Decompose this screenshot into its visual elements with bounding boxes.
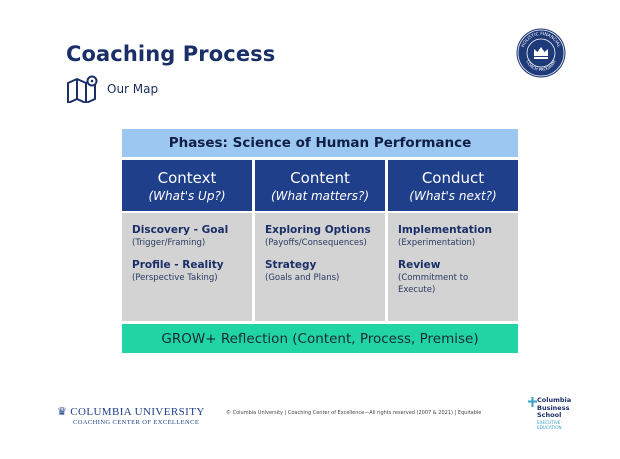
item-subtitle: (Commitment to xyxy=(398,273,469,283)
columbia-university-logo: ♛COLUMBIA UNIVERSITY COACHING CENTER OF … xyxy=(57,405,205,426)
column-header-conduct: Conduct (What's next?) xyxy=(388,160,518,211)
item-title: Implementation xyxy=(398,224,493,236)
copyright-notice: © Columbia University | Coaching Center … xyxy=(226,410,482,416)
map-icon xyxy=(66,75,100,104)
coaching-center-name: COACHING CENTER OF EXCELLENCE xyxy=(73,419,200,426)
item-subtitle: (Perspective Taking) xyxy=(132,273,218,283)
item-subtitle: (Goals and Plans) xyxy=(265,273,340,283)
column-question: (What's Up?) xyxy=(148,189,226,203)
cbs-exec-ed-line: EDUCATION xyxy=(537,424,562,430)
page-subtitle: Our Map xyxy=(107,82,159,96)
cbs-name-line: School xyxy=(537,411,562,419)
cbs-name-line: Business xyxy=(537,403,570,412)
crown-icon: ♛ xyxy=(57,406,68,418)
column-heading: Context xyxy=(157,169,217,187)
subtitle-row: Our Map xyxy=(66,75,159,104)
phases-banner: Phases: Science of Human Performance xyxy=(122,129,518,157)
item-subtitle: (Experimentation) xyxy=(398,238,476,248)
item-title: Strategy xyxy=(265,259,317,271)
page-title: Coaching Process xyxy=(66,42,276,66)
column-body-content: Exploring Options (Payoffs/Consequences)… xyxy=(255,213,385,321)
item-subtitle: (Payoffs/Consequences) xyxy=(265,238,367,248)
column-question: (What's next?) xyxy=(409,189,497,203)
cbs-name-line: Columbia xyxy=(537,396,572,404)
item-subtitle-continued: Execute) xyxy=(398,285,436,295)
column-heading: Conduct xyxy=(421,169,485,187)
columbia-business-school-logo: Columbia Business School EXECUTIVE EDUCA… xyxy=(528,396,578,430)
cbs-exec-ed-line: EXECUTIVE xyxy=(537,419,561,425)
item-title: Review xyxy=(398,259,441,271)
column-header-content: Content (What matters?) xyxy=(255,160,385,211)
university-name: COLUMBIA UNIVERSITY xyxy=(70,406,205,418)
item-title: Profile - Reality xyxy=(132,259,224,271)
column-body-conduct: Implementation (Experimentation) Review … xyxy=(388,213,518,321)
column-body-context: Discovery - Goal (Trigger/Framing) Profi… xyxy=(122,213,252,321)
cbs-mark-icon xyxy=(528,397,537,407)
grow-reflection-banner: GROW+ Reflection (Content, Process, Prem… xyxy=(122,324,518,353)
item-subtitle: (Trigger/Framing) xyxy=(132,238,206,248)
column-heading: Content xyxy=(290,169,350,187)
program-seal-logo: HOLISTIC FINANCIAL COACH PROGRAM xyxy=(516,28,566,78)
item-title: Exploring Options xyxy=(265,224,371,236)
column-question: (What matters?) xyxy=(270,189,370,203)
item-title: Discovery - Goal xyxy=(132,224,229,236)
column-header-context: Context (What's Up?) xyxy=(122,160,252,211)
